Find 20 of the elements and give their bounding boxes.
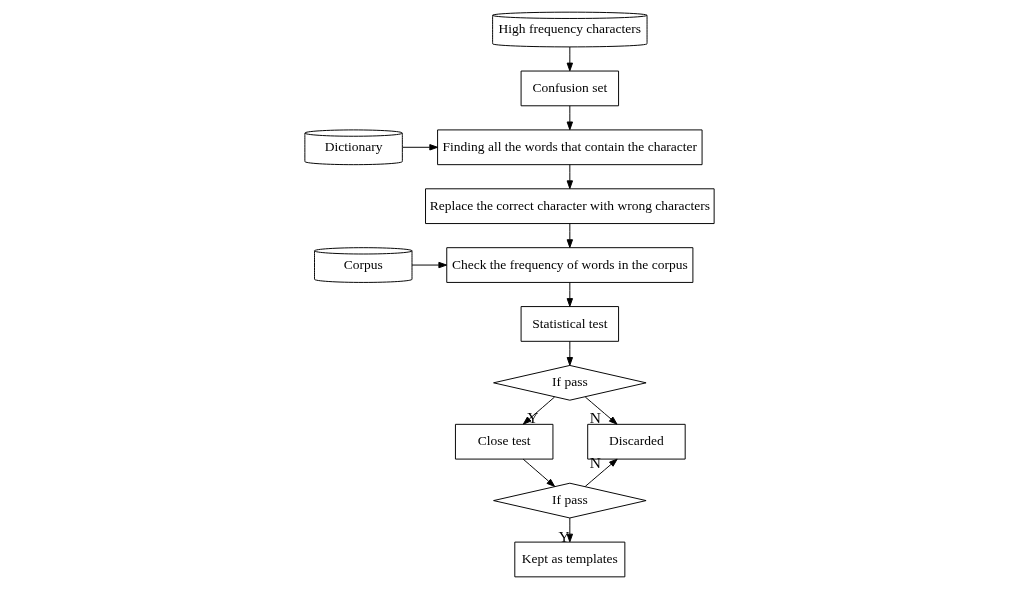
arrow: [584, 396, 617, 425]
node-box: Close test: [454, 423, 553, 460]
arrow: [566, 46, 573, 72]
arrow: [566, 223, 573, 248]
arrow: [566, 164, 573, 190]
arrow: [401, 144, 438, 151]
arrow: [566, 282, 573, 307]
node-box: Replace the correct character with wrong characters: [424, 188, 715, 225]
node-box: Check the frequency of words in the corpus: [445, 247, 693, 283]
node-box: Kept as templates: [513, 541, 625, 578]
arrow: [566, 105, 573, 131]
edge-label: N: [589, 408, 601, 426]
node-box: Statistical test: [520, 306, 619, 342]
node-box: Confusion set: [520, 70, 619, 107]
node-diamond: If pass: [492, 482, 647, 519]
arrow: [522, 458, 555, 487]
node-box: Finding all the words that contain the character: [436, 129, 703, 166]
arrow: [411, 261, 447, 269]
arrow: [566, 340, 573, 366]
node-diamond: If pass: [492, 364, 647, 401]
